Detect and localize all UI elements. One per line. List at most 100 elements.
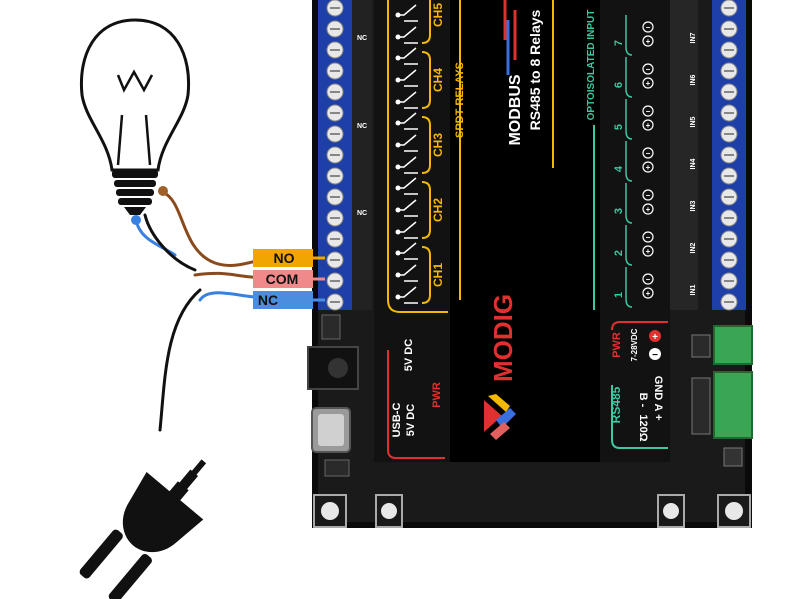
screw-terminal-icon[interactable] bbox=[720, 104, 738, 122]
svg-text:COM: COM bbox=[266, 271, 299, 287]
plus-icon bbox=[642, 161, 654, 173]
bulb-terminal-blue bbox=[131, 215, 141, 225]
opto-input-4: 4+− bbox=[613, 141, 654, 182]
relay-label-nc: NC bbox=[253, 291, 325, 309]
rs485-b: B - bbox=[637, 393, 649, 408]
screw-terminal-icon[interactable] bbox=[326, 209, 344, 227]
opto-input-1: 1 + − bbox=[613, 267, 654, 308]
screw-terminal-icon[interactable] bbox=[720, 83, 738, 101]
svg-text:NC: NC bbox=[258, 292, 278, 308]
channel-label: CH3 bbox=[431, 133, 445, 157]
green-terminal-rs485[interactable] bbox=[713, 371, 753, 439]
main-pwr-voltage: 7-28VDC bbox=[630, 328, 639, 361]
screw-terminal-icon[interactable] bbox=[720, 293, 738, 311]
modig-logo-icon bbox=[484, 394, 516, 440]
green-terminal-power[interactable] bbox=[713, 325, 753, 365]
screw-terminal-icon[interactable] bbox=[720, 20, 738, 38]
pin-label-input: IN3 bbox=[690, 200, 697, 211]
product-line1: MODBUS bbox=[507, 74, 524, 145]
screw-terminal-icon[interactable] bbox=[720, 0, 738, 17]
svg-text:−: − bbox=[646, 107, 651, 116]
pin-label-nc: NC bbox=[357, 210, 367, 217]
svg-text:+: + bbox=[646, 79, 651, 88]
bulb-terminal-brown bbox=[158, 186, 168, 196]
usb-line1: USB-C bbox=[391, 403, 403, 438]
screw-terminal-icon[interactable] bbox=[326, 146, 344, 164]
screw-terminal-icon[interactable] bbox=[326, 125, 344, 143]
screw-terminal-icon[interactable] bbox=[720, 62, 738, 80]
pin-label-nc: NC bbox=[357, 35, 367, 42]
screw-terminal-icon[interactable] bbox=[720, 167, 738, 185]
rs485-title: RS485 bbox=[609, 386, 623, 423]
screw-terminal-icon[interactable] bbox=[720, 41, 738, 59]
screw-terminal-icon[interactable] bbox=[720, 251, 738, 269]
channel-label: CH2 bbox=[431, 198, 445, 222]
screw-terminal-icon[interactable] bbox=[326, 293, 344, 311]
svg-text:6: 6 bbox=[613, 82, 625, 88]
screw-terminal-icon[interactable] bbox=[720, 146, 738, 164]
wires bbox=[134, 190, 272, 432]
screw-terminal-icon[interactable] bbox=[720, 230, 738, 248]
pin-label-input: IN6 bbox=[690, 74, 697, 85]
svg-text:−: − bbox=[646, 149, 651, 158]
screw-terminal-icon[interactable] bbox=[326, 230, 344, 248]
main-power-section: PWR 7-28VDC + − GND bbox=[611, 321, 668, 401]
svg-text:−: − bbox=[646, 275, 651, 284]
svg-text:+: + bbox=[646, 247, 651, 256]
svg-text:+: + bbox=[646, 289, 651, 298]
usb-power-section: USB-C 5V DC 5V DC PWR bbox=[387, 339, 445, 459]
screw-terminal-icon[interactable] bbox=[720, 209, 738, 227]
svg-text:+: + bbox=[646, 37, 651, 46]
screw-terminal-icon[interactable] bbox=[720, 272, 738, 290]
screw-terminal-icon[interactable] bbox=[326, 62, 344, 80]
screw-terminal-icon[interactable] bbox=[720, 188, 738, 206]
relay-label-com: COM bbox=[253, 270, 325, 288]
usb-line3: 5V DC bbox=[403, 339, 415, 371]
svg-text:1: 1 bbox=[613, 292, 625, 298]
screw-terminal-icon[interactable] bbox=[326, 167, 344, 185]
screw-terminal-icon[interactable] bbox=[326, 251, 344, 269]
screw-terminal-icon[interactable] bbox=[326, 188, 344, 206]
svg-text:+: + bbox=[646, 205, 651, 214]
logo-text: MODIG bbox=[488, 294, 518, 382]
plus-icon bbox=[642, 35, 654, 47]
minus-icon bbox=[642, 273, 654, 285]
main-pwr-title: PWR bbox=[611, 332, 623, 358]
rs485-a: A + bbox=[652, 403, 664, 420]
screw-terminal-icon[interactable] bbox=[326, 272, 344, 290]
screw-terminal-icon[interactable] bbox=[326, 41, 344, 59]
minus-icon bbox=[642, 147, 654, 159]
minus-icon bbox=[642, 63, 654, 75]
rs485-termination: 120Ω bbox=[637, 414, 649, 441]
pin-label-nc: NC bbox=[357, 123, 367, 130]
product-line2: RS485 to 8 Relays bbox=[527, 9, 543, 130]
screw-terminal-icon[interactable] bbox=[326, 20, 344, 38]
channel-label: CH5 bbox=[431, 3, 445, 27]
svg-text:−: − bbox=[646, 23, 651, 32]
relay-channel-5: CH5 bbox=[395, 0, 445, 44]
svg-text:−: − bbox=[646, 233, 651, 242]
screw-terminal-icon[interactable] bbox=[720, 125, 738, 143]
relay-channel-1: CH1 bbox=[395, 242, 445, 304]
screw-terminal-icon[interactable] bbox=[326, 83, 344, 101]
power-plug-icon bbox=[79, 459, 207, 599]
svg-text:+: + bbox=[652, 332, 658, 343]
minus-icon bbox=[642, 189, 654, 201]
left-terminal-strip: NC NC NC bbox=[318, 0, 372, 311]
wire-brown bbox=[160, 190, 272, 267]
minus-icon bbox=[649, 348, 661, 360]
minus-icon bbox=[642, 105, 654, 117]
relay-channel-2: CH2 bbox=[395, 177, 445, 239]
screw-terminal-icon[interactable] bbox=[326, 104, 344, 122]
svg-text:5: 5 bbox=[613, 124, 625, 130]
mounting-holes bbox=[313, 494, 751, 528]
screw-terminal-icon[interactable] bbox=[326, 0, 344, 17]
opto-label: OPTOISOLATED INPUT bbox=[586, 10, 597, 121]
svg-text:−: − bbox=[646, 65, 651, 74]
svg-text:7: 7 bbox=[613, 40, 625, 46]
minus-icon bbox=[642, 231, 654, 243]
minus-icon bbox=[642, 21, 654, 33]
main-gnd: GND bbox=[652, 376, 664, 401]
